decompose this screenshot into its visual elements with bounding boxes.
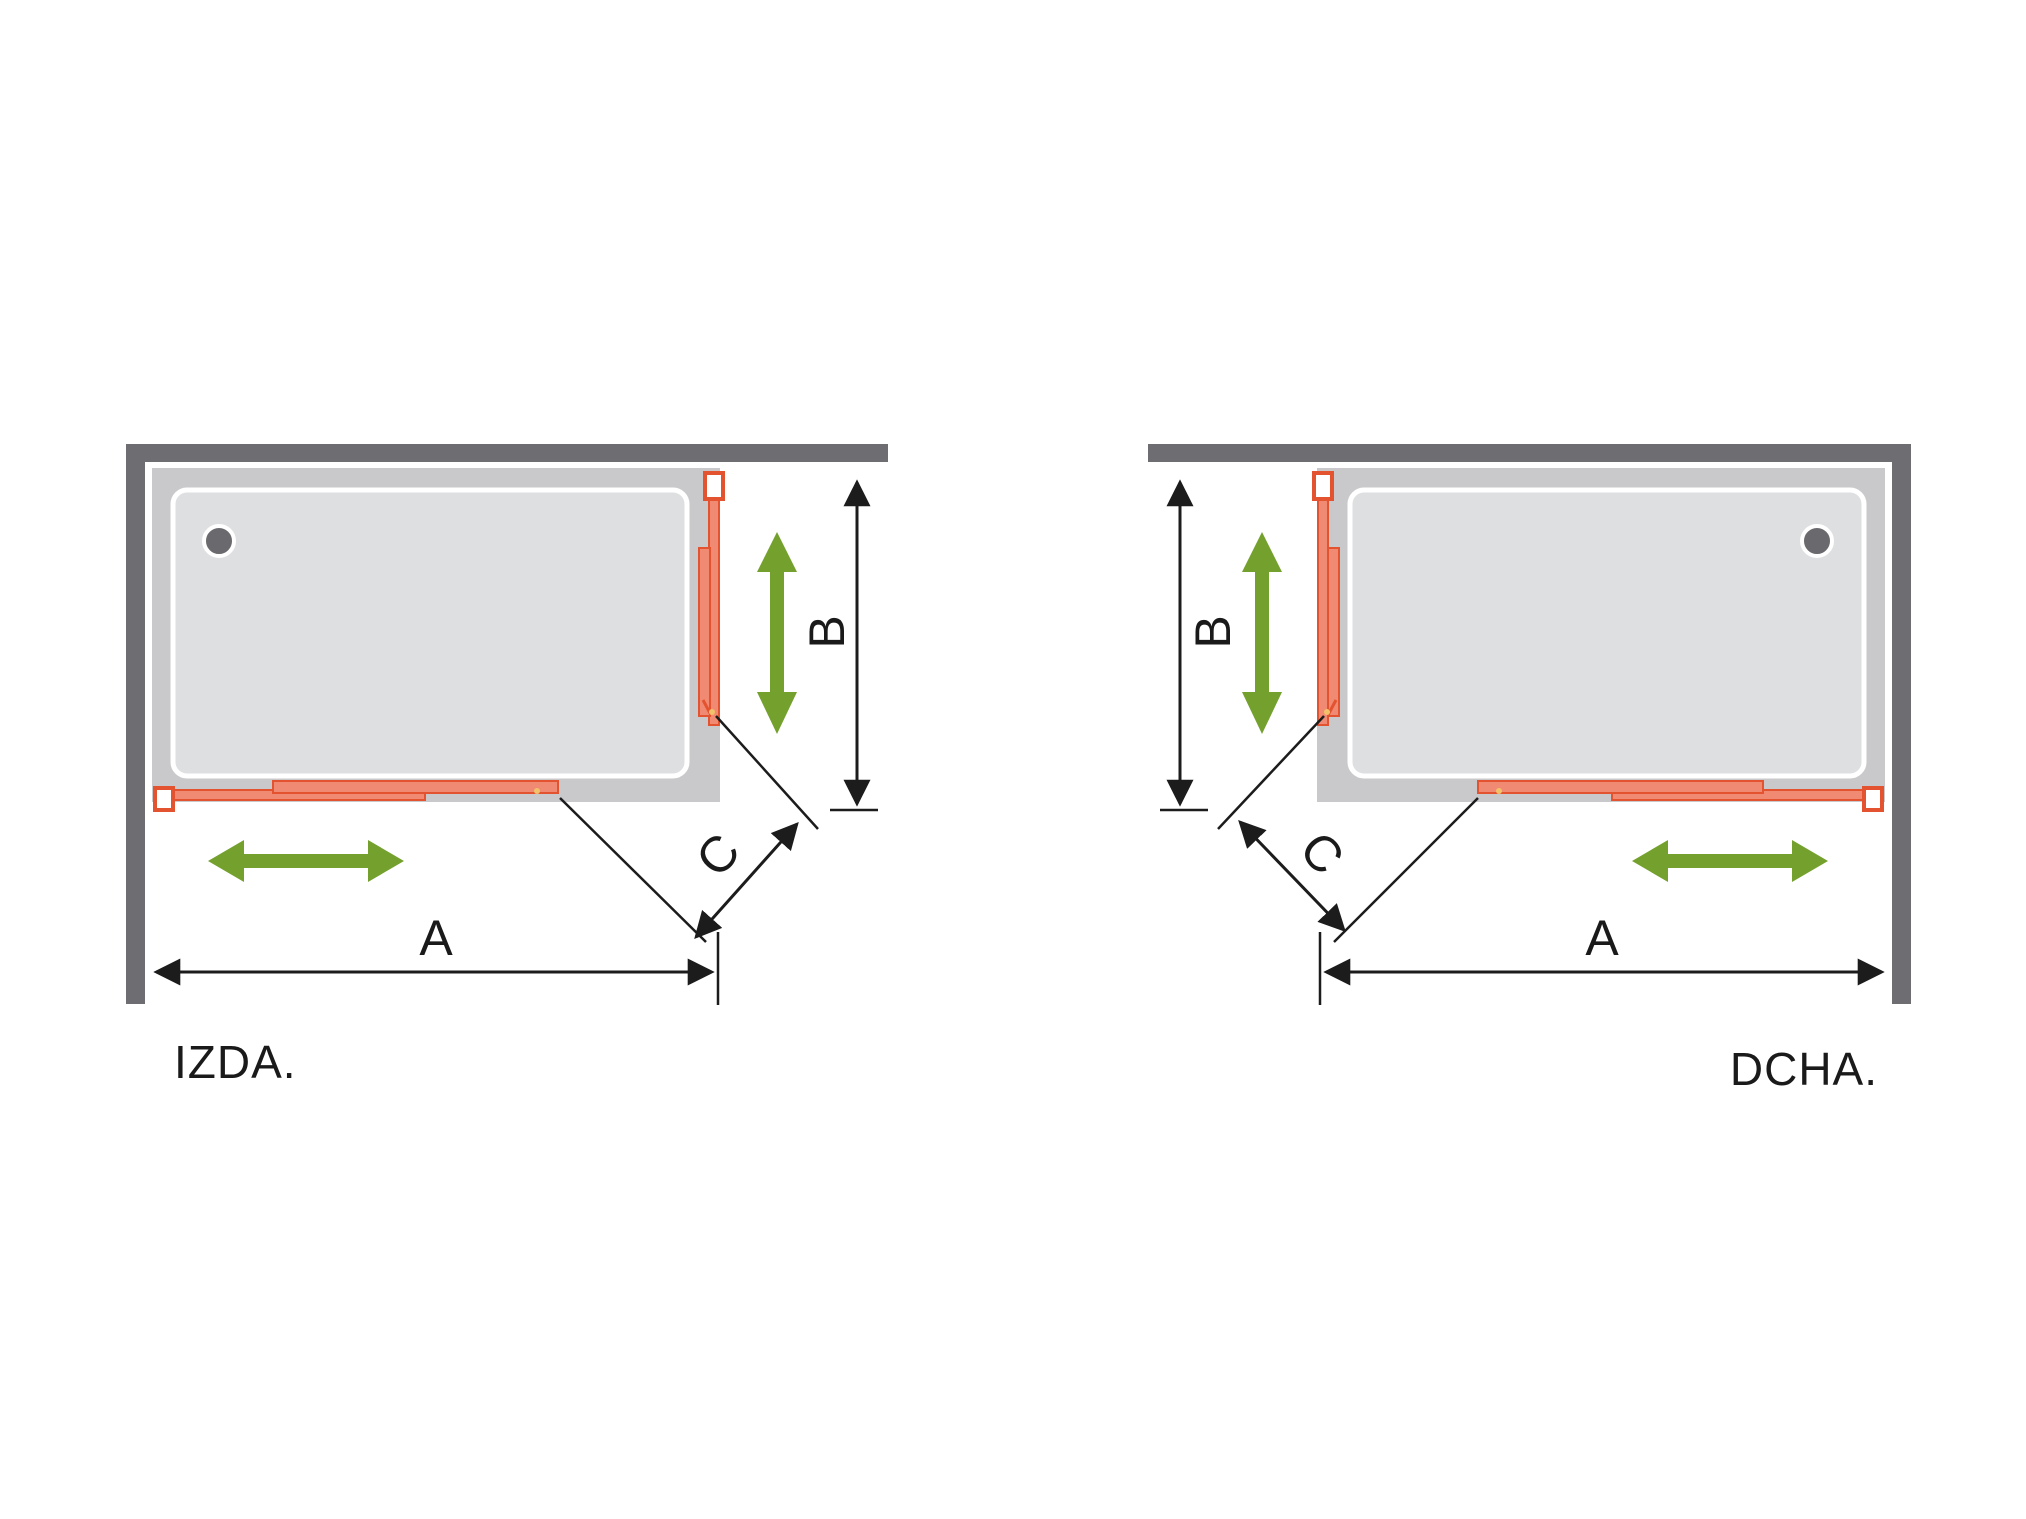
double-headed-arrow-icon (757, 532, 797, 734)
right-wall-side (1892, 444, 1911, 1004)
left-wall-top (126, 444, 888, 462)
left-dimension-b: B (799, 479, 878, 812)
right-glass-panels (1312, 471, 1884, 812)
left-shower-tray (148, 464, 724, 806)
right-caption: DCHA. (1730, 1043, 1878, 1095)
right-dimension-a: A (1318, 910, 1885, 1005)
right-label-c: C (1289, 821, 1355, 885)
left-enclosure: B A C IZDA. (126, 444, 888, 1088)
double-headed-arrow-icon (1632, 840, 1828, 882)
double-headed-arrow-icon (208, 840, 404, 882)
right-label-a: A (1585, 910, 1619, 966)
left-caption: IZDA. (174, 1036, 297, 1088)
left-label-b: B (799, 615, 855, 648)
double-headed-arrow-icon (1242, 532, 1282, 734)
right-wall-top (1148, 444, 1911, 462)
left-label-a: A (419, 910, 453, 966)
right-side-fixed-glass (1317, 494, 1329, 726)
left-label-c: C (685, 823, 751, 887)
left-wall-side (126, 444, 145, 1004)
right-front-sliding-door (1477, 780, 1764, 794)
right-label-b: B (1185, 615, 1241, 648)
right-dimension-b: B (1160, 479, 1241, 812)
left-glass-panels (153, 471, 725, 812)
right-shower-tray (1313, 464, 1889, 806)
right-side-sliding-door (1327, 547, 1340, 717)
left-front-sliding-door (272, 780, 559, 794)
left-front-profile (153, 786, 175, 812)
drain-icon (1800, 524, 1834, 558)
right-side-profile (1312, 471, 1334, 501)
drain-icon (202, 524, 236, 558)
left-side-profile (703, 471, 725, 501)
left-side-sliding-door (698, 547, 711, 717)
right-enclosure: B A C DCHA. (1148, 444, 1911, 1095)
right-front-profile (1862, 786, 1884, 812)
left-dimension-a: A (153, 910, 720, 1005)
